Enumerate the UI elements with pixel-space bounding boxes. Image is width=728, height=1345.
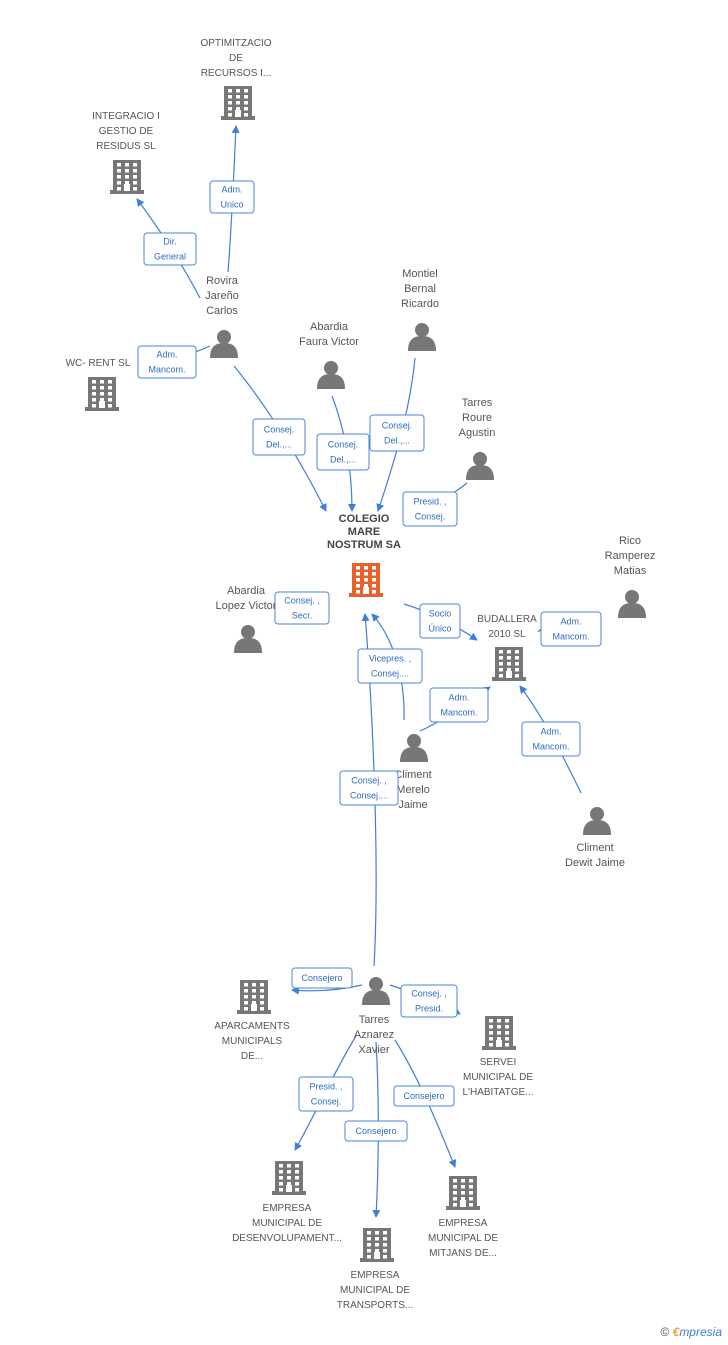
relation-label[interactable]: Consej. ,Presid. <box>400 984 458 1018</box>
relation-label-text: Consejero <box>301 973 342 983</box>
relation-label-text: Presid. ,Consej. <box>309 1082 342 1107</box>
abardiaL-person-icon[interactable] <box>234 625 262 653</box>
relation-label-text: Adm.Unico <box>220 185 243 210</box>
wc-building-icon[interactable] <box>85 377 119 411</box>
relation-label[interactable]: Consejero <box>291 967 353 989</box>
relation-label-text: Consejero <box>403 1091 444 1101</box>
relation-label-text: Consej.Del.,... <box>328 440 359 465</box>
relation-label[interactable]: Adm.Mancom. <box>521 721 581 757</box>
relation-label[interactable]: Consej.Del.,... <box>252 418 306 456</box>
brand-logo-text: mpresia <box>679 1325 722 1339</box>
rovira-person-icon[interactable] <box>210 330 238 358</box>
relation-label-text: Adm.Mancom. <box>532 727 569 752</box>
relation-label-text: Adm.Mancom. <box>440 693 477 718</box>
relation-label-text: Consej.Del.,... <box>264 425 295 450</box>
relation-label[interactable]: Adm.Mancom. <box>137 345 197 379</box>
relation-label[interactable]: Consej.Del.,... <box>316 433 370 471</box>
relation-label[interactable]: Dir.General <box>143 232 197 266</box>
mitjans-building-icon[interactable] <box>446 1176 480 1210</box>
relation-label[interactable]: Vicepres. ,Consej.... <box>357 648 423 684</box>
relation-label-text: Presid. ,Consej. <box>413 497 446 522</box>
relation-label-text: Vicepres. ,Consej.... <box>369 654 411 679</box>
relation-label-text: Consej. ,Consej.... <box>350 776 388 801</box>
aparc-building-icon[interactable] <box>237 980 271 1014</box>
relation-label[interactable]: Consej.Del.,... <box>369 414 425 452</box>
footer-brand: © €mpresia <box>660 1325 722 1339</box>
relation-label[interactable]: Presid. ,Consej. <box>402 491 458 527</box>
tarresR-person-icon[interactable] <box>466 452 494 480</box>
relation-edge <box>291 984 363 995</box>
relation-label-text: Consejero <box>355 1126 396 1136</box>
optim-building-icon[interactable] <box>221 86 255 120</box>
relation-label[interactable]: Adm.Unico <box>209 180 255 214</box>
relation-label[interactable]: Consej. ,Secr. <box>274 591 330 625</box>
desenv-building-icon[interactable] <box>272 1161 306 1195</box>
relation-label[interactable]: Adm.Mancom. <box>540 611 602 647</box>
climentD-person-icon[interactable] <box>583 807 611 835</box>
relation-label-text: Dir.General <box>154 237 186 262</box>
abardiaF-person-icon[interactable] <box>317 361 345 389</box>
relation-label-text: Consej. ,Secr. <box>284 596 320 621</box>
montiel-person-icon[interactable] <box>408 323 436 351</box>
relation-label[interactable]: Consejero <box>393 1085 455 1107</box>
servei-building-icon[interactable] <box>482 1016 516 1050</box>
relation-label[interactable]: Consej. ,Consej.... <box>339 770 399 806</box>
tarresA-person-icon[interactable] <box>362 977 390 1005</box>
transp-building-icon[interactable] <box>360 1228 394 1262</box>
relation-label-text: Consej. ,Presid. <box>411 989 447 1014</box>
relation-label-text: Adm.Mancom. <box>148 350 185 375</box>
brand-logo-e: € <box>672 1325 680 1339</box>
relation-label-text: Adm.Mancom. <box>552 617 589 642</box>
relation-label-text: Consej.Del.,... <box>382 421 413 446</box>
center-company-building-icon[interactable] <box>349 563 383 597</box>
relation-label[interactable]: Presid. ,Consej. <box>298 1076 354 1112</box>
integ-building-icon[interactable] <box>110 160 144 194</box>
rico-person-icon[interactable] <box>618 590 646 618</box>
copyright-symbol: © <box>660 1325 670 1339</box>
budallera-building-icon[interactable] <box>492 647 526 681</box>
wc-company-name: WC- RENT SL <box>66 358 131 369</box>
relation-label[interactable]: Consejero <box>344 1120 408 1142</box>
climentM-person-icon[interactable] <box>400 734 428 762</box>
relation-label[interactable]: Adm.Mancom. <box>429 687 489 723</box>
